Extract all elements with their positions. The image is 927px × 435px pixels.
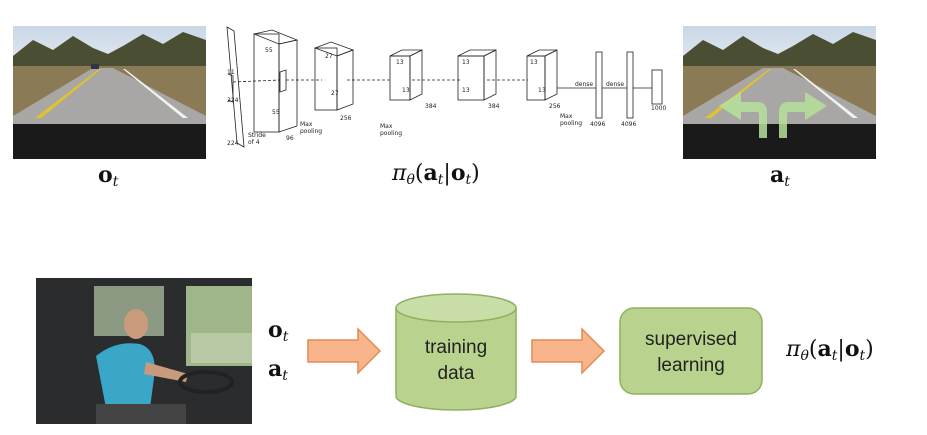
action-label: at (770, 162, 790, 190)
cnn-label: 13 (462, 87, 470, 94)
cnn-label: 13 (538, 87, 546, 94)
training-data-label: data (438, 363, 475, 384)
cnn-label: 27 (325, 53, 333, 60)
cnn-label: 1000 (651, 105, 666, 112)
cnn-label: 13 (530, 59, 538, 66)
cnn-label: pooling (560, 120, 582, 127)
cnn-label: 55 (272, 109, 280, 116)
cnn-label: 224 (227, 97, 239, 104)
cnn-label: of 4 (248, 139, 260, 146)
steering-arrows-icon (719, 92, 827, 138)
cnn-label: 96 (286, 135, 294, 142)
road-observation-image (13, 26, 206, 159)
training-flow-diagram: training data supervised learning (307, 293, 763, 411)
cnn-label: Max (560, 113, 573, 120)
flow-arrow-2 (531, 327, 606, 375)
cnn-label: 13 (396, 59, 404, 66)
cnn-label: Stride (248, 132, 266, 139)
training-data-cylinder (395, 293, 517, 411)
road-action-image (683, 26, 876, 159)
cnn-label: pooling (380, 130, 402, 137)
cnn-label: pooling (300, 128, 322, 135)
cnn-label: 27 (331, 90, 339, 97)
policy-label-top: πθ(at|ot) (392, 160, 480, 188)
cnn-label: 13 (462, 59, 470, 66)
cnn-label: 13 (402, 87, 410, 94)
driver-image (36, 278, 252, 424)
supervised-learning-label: learning (657, 355, 725, 376)
cnn-label: Max (300, 121, 313, 128)
cnn-label: 384 (488, 103, 500, 110)
flow-arrow-1 (307, 327, 382, 375)
cnn-label: 11 (227, 69, 235, 76)
cnn-label: 256 (340, 115, 352, 122)
cnn-label: 4096 (590, 121, 605, 128)
cnn-label: 384 (425, 103, 437, 110)
cnn-label: dense (606, 81, 624, 88)
cnn-label: 224 (227, 140, 239, 147)
training-data-label: training (425, 337, 487, 358)
observation-label: ot (98, 162, 119, 190)
input-action-label: at (268, 356, 288, 384)
cnn-label: 256 (549, 103, 561, 110)
cnn-label: 55 (265, 47, 273, 54)
supervised-learning-label: supervised (645, 329, 737, 350)
cnn-label: 4096 (621, 121, 636, 128)
cnn-architecture-diagram: 11 224 224 Stride of 4 55 55 96 Max pool… (226, 26, 666, 148)
cnn-label: dense (575, 81, 593, 88)
policy-label-bottom: πθ(at|ot) (786, 336, 874, 364)
cnn-label: Max (380, 123, 393, 130)
supervised-learning-box (619, 307, 763, 395)
input-obs-label: ot (268, 317, 289, 345)
